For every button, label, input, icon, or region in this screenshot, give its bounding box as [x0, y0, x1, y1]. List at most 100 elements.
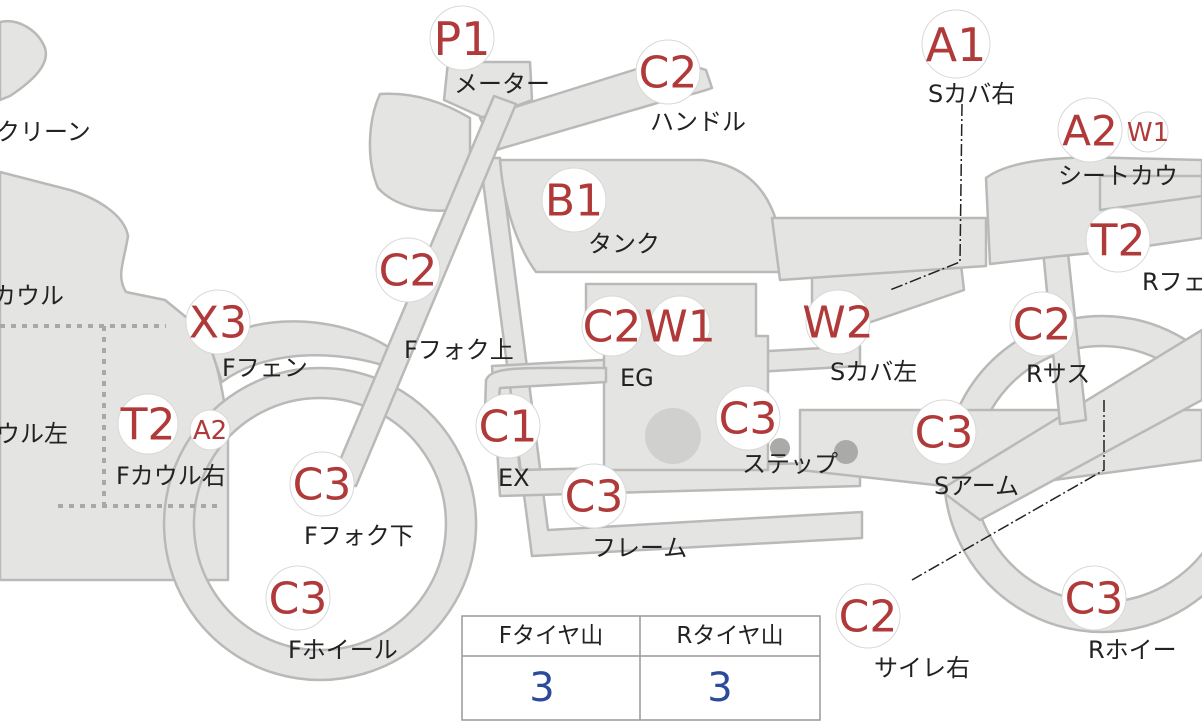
front-wheel-part: [162, 366, 478, 682]
cowl-dotted-outline: [0, 324, 222, 508]
label-rear-wheel: Rホイー: [1088, 636, 1177, 664]
badge-circle: [475, 393, 541, 459]
badge-c3-step: C3: [715, 385, 781, 451]
leader-lines: [889, 103, 1105, 581]
label-screen: クリーン: [0, 118, 91, 146]
badge-c2-silencer: C2: [835, 583, 901, 649]
badge-circle: [265, 565, 331, 631]
badge-x3: X3: [185, 289, 251, 355]
badge-code: C3: [293, 460, 352, 511]
badge-a2-front-cowl: A2: [189, 409, 231, 451]
badge-circle: [911, 399, 977, 465]
label-cowl: カウル: [0, 282, 64, 310]
badge-t2-rear: T2: [1085, 207, 1151, 273]
label-fork-upper: Fフォク上: [404, 336, 514, 364]
label-meter: メーター: [454, 70, 550, 98]
side-cover-right-part: [770, 216, 988, 282]
badge-code: B1: [545, 176, 603, 227]
badge-code: A2: [193, 416, 227, 446]
badge-circle: [921, 9, 991, 79]
badge-w1-eg: W1: [644, 295, 716, 357]
headlight-part: [368, 92, 472, 212]
badge-code: W1: [1127, 118, 1169, 148]
footpeg-right: [834, 440, 858, 464]
label-front-wheel: Fホイール: [288, 636, 398, 664]
badge-circle: [649, 295, 711, 357]
label-swingarm: Sアーム: [934, 472, 1019, 500]
badge-c2-handle: C2: [635, 39, 701, 105]
badge-c3-frame: C3: [561, 463, 627, 529]
badge-circle: [635, 39, 701, 105]
label-rear-sus: Rサス: [1026, 360, 1090, 388]
front-tire-header: Fタイヤ山: [499, 623, 604, 649]
badge-code: C1: [479, 402, 538, 453]
label-seat-cowl: シートカウ: [1058, 162, 1178, 190]
badge-circle: [375, 237, 441, 303]
badge-code: P1: [433, 12, 490, 66]
badge-a1: A1: [921, 9, 991, 79]
badge-circle: [561, 463, 627, 529]
label-cowl-left: ウル左: [0, 420, 68, 448]
badge-code: W2: [802, 298, 874, 349]
label-front-fender: Fフェン: [222, 354, 308, 382]
badge-code: C3: [1065, 574, 1124, 625]
badge-c3-swingarm: C3: [911, 399, 977, 465]
label-silencer-right: サイレ右: [874, 654, 970, 682]
badge-circle: [185, 289, 251, 355]
badge-circle: [541, 167, 607, 233]
badge-c2-rear-sus: C2: [1009, 291, 1075, 357]
badge-code: T2: [1090, 216, 1146, 267]
badge-c1: C1: [475, 393, 541, 459]
badge-circle: [289, 451, 355, 517]
badge-code: A1: [926, 18, 987, 72]
label-ex: EX: [498, 464, 530, 492]
frame-part: [478, 156, 864, 558]
label-handle: ハンドル: [650, 108, 746, 136]
badge-code: W1: [644, 302, 716, 353]
rear-tire-value: 3: [707, 665, 732, 711]
badge-w1-seat: W1: [1127, 111, 1169, 153]
badge-code: C3: [269, 574, 328, 625]
tire-tread-table: Fタイヤ山 Rタイヤ山 3 3: [461, 615, 821, 721]
badge-circle: [715, 385, 781, 451]
badge-t2-front-cowl: T2: [117, 393, 179, 455]
badge-c3-front-wheel: C3: [265, 565, 331, 631]
label-tank: タンク: [588, 230, 660, 258]
badge-circle: [581, 295, 643, 357]
rear-tire-header: Rタイヤ山: [676, 623, 783, 649]
badge-code: T2: [120, 400, 176, 451]
badge-code: C3: [719, 394, 778, 445]
engine-cover-disc: [645, 408, 701, 464]
badge-code: C2: [1013, 300, 1072, 351]
badge-a2-seat: A2: [1057, 97, 1123, 163]
badge-circle: [1085, 207, 1151, 273]
badge-circle: [1057, 97, 1123, 163]
label-rear-fender: Rフェ: [1142, 268, 1202, 296]
badge-circle: [1009, 291, 1075, 357]
badge-code: C2: [839, 592, 898, 643]
label-front-cowl-right: Fカウル右: [116, 462, 226, 490]
badge-c3-fork-lower: C3: [289, 451, 355, 517]
footpeg-left: [770, 438, 790, 458]
badge-c2-fork-upper: C2: [375, 237, 441, 303]
swingarm-diag-part: [938, 328, 1202, 522]
badge-code: C2: [583, 302, 642, 353]
label-frame: フレーム: [592, 534, 687, 562]
badge-code: C3: [565, 472, 624, 523]
badge-code: C3: [915, 408, 974, 459]
badge-c3-rear-wheel: C3: [1061, 565, 1127, 631]
exhaust-part: [482, 366, 608, 442]
badge-c2-eg: C2: [581, 295, 643, 357]
badge-circle: [805, 289, 871, 355]
badge-w2: W2: [802, 289, 874, 355]
screen-part: [0, 19, 48, 102]
rear-frame-tube-part: [1098, 174, 1202, 212]
label-eg: EG: [620, 364, 654, 392]
badge-p1: P1: [429, 5, 495, 71]
badge-circle: [1127, 111, 1169, 153]
label-side-cover-right: Sカバ右: [928, 80, 1015, 108]
front-tire-value: 3: [529, 665, 554, 711]
badge-code: A2: [1062, 107, 1117, 156]
badge-circle: [1061, 565, 1127, 631]
